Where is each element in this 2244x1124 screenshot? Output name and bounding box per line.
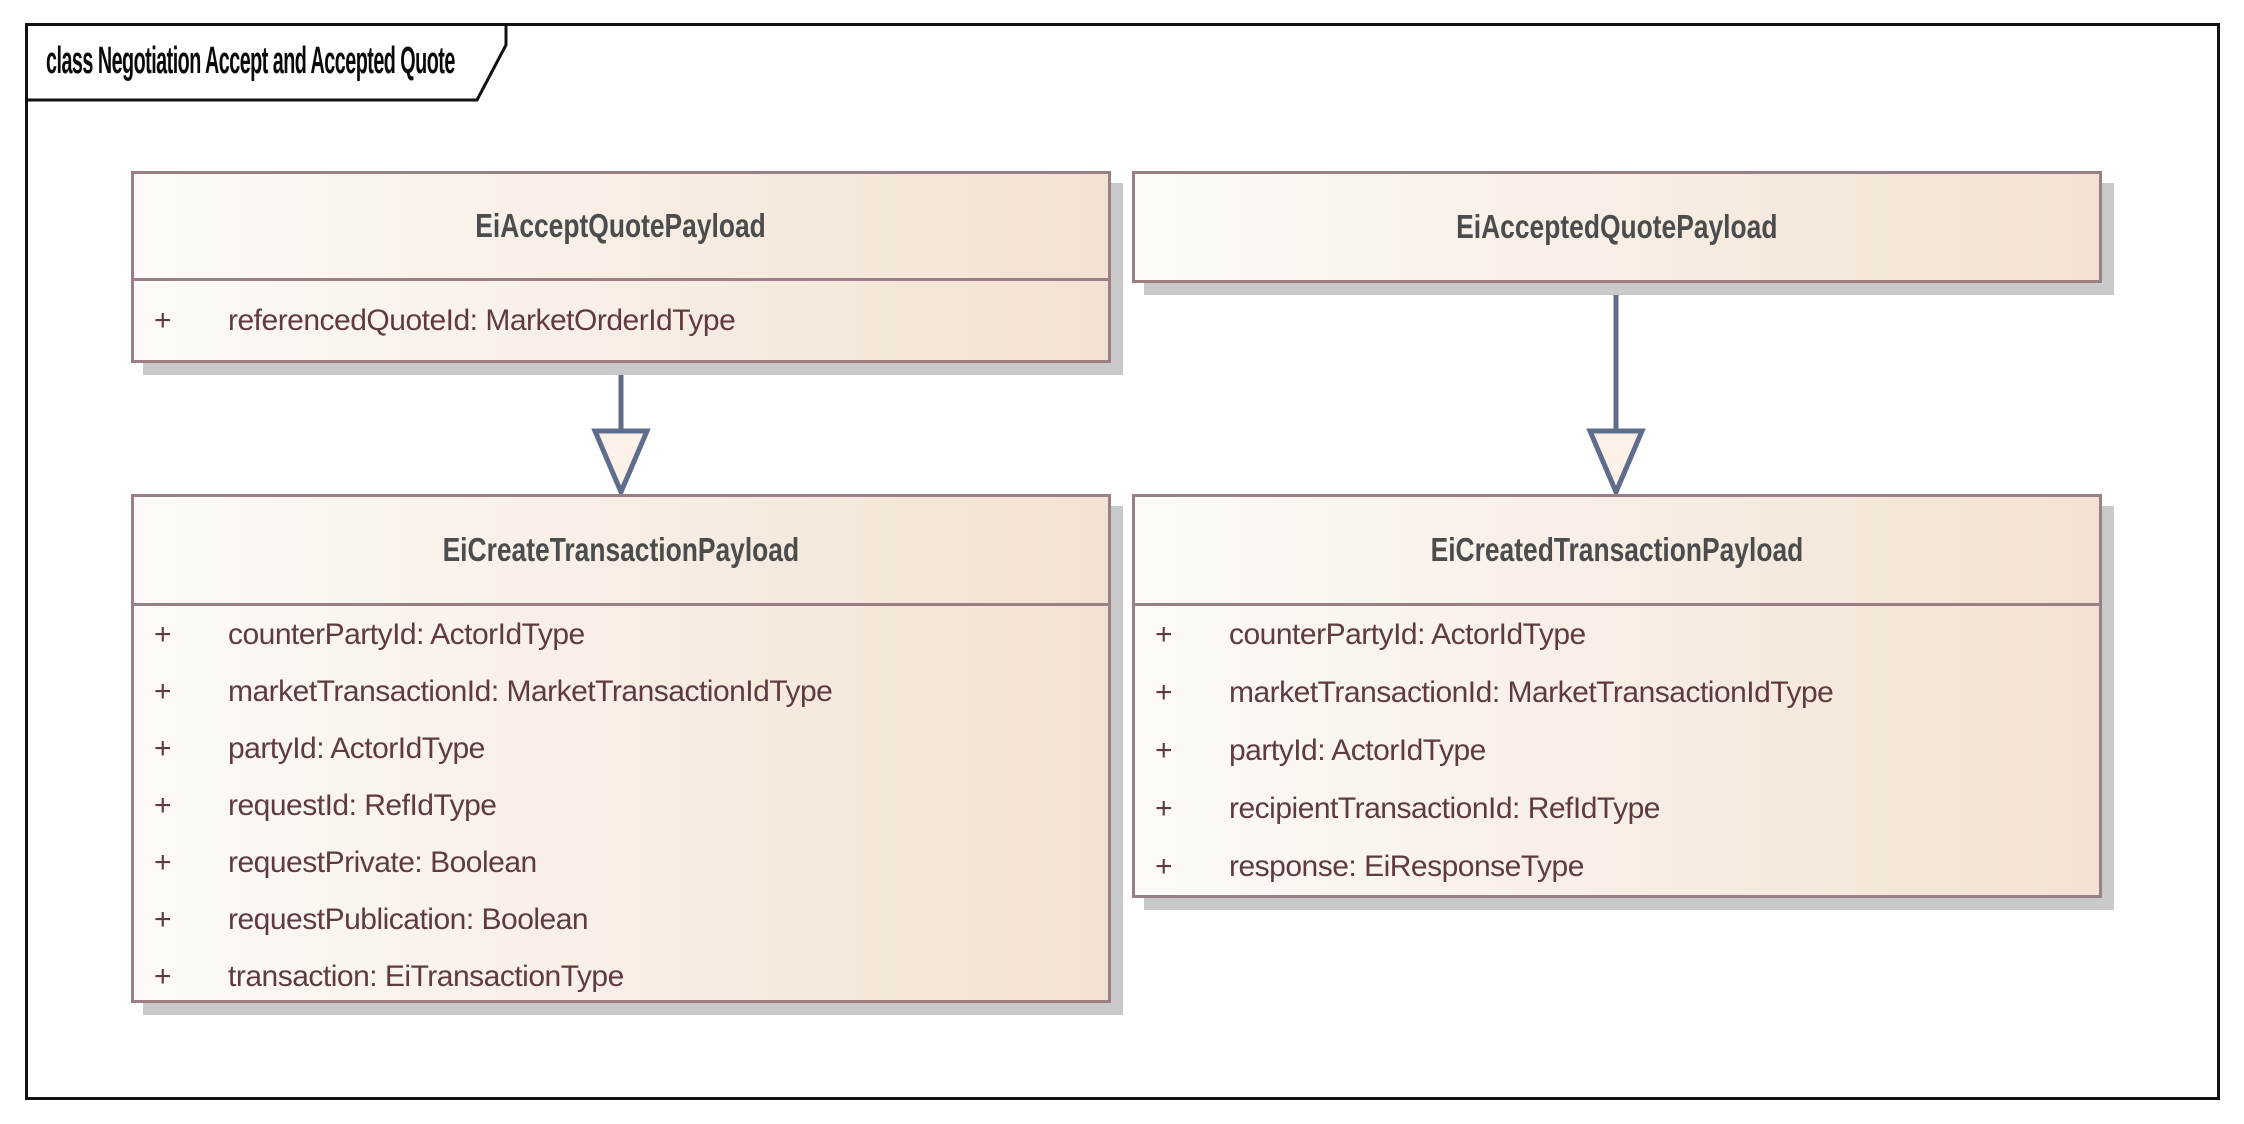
class-name: EiAcceptQuotePayload bbox=[475, 207, 767, 244]
visibility-plus: + bbox=[1155, 734, 1173, 767]
attribute-row: + requestPublication: Boolean bbox=[134, 891, 1108, 948]
class-header: EiCreateTransactionPayload bbox=[134, 497, 1108, 606]
attribute-row: + partyId: ActorIdType bbox=[1135, 722, 2099, 780]
attribute-label: counterPartyId: ActorIdType bbox=[228, 617, 585, 651]
title-tab-shape bbox=[25, 23, 508, 102]
attribute-label: partyId: ActorIdType bbox=[228, 731, 485, 765]
class-box-ei-accept-quote-payload[interactable]: EiAcceptQuotePayload + referencedQuoteId… bbox=[131, 171, 1111, 363]
visibility-plus: + bbox=[154, 902, 172, 936]
class-header: EiAcceptedQuotePayload bbox=[1135, 174, 2099, 280]
visibility-plus: + bbox=[154, 959, 172, 993]
diagram-frame bbox=[25, 23, 2220, 1100]
attribute-row: + marketTransactionId: MarketTransaction… bbox=[134, 663, 1108, 720]
diagram-title: class Negotiation Accept and Accepted Qu… bbox=[46, 40, 455, 82]
attribute-label: requestId: RefIdType bbox=[228, 788, 497, 822]
attributes-compartment: + counterPartyId: ActorIdType + marketTr… bbox=[1135, 606, 2099, 896]
generalization-arrowhead-icon bbox=[1586, 428, 1646, 499]
attribute-row: + counterPartyId: ActorIdType bbox=[1135, 606, 2099, 664]
visibility-plus: + bbox=[1155, 618, 1173, 651]
attribute-label: partyId: ActorIdType bbox=[1229, 734, 1486, 767]
class-box-ei-create-transaction-payload[interactable]: EiCreateTransactionPayload + counterPart… bbox=[131, 494, 1111, 1003]
attribute-row: + requestPrivate: Boolean bbox=[134, 834, 1108, 891]
attribute-row: + requestId: RefIdType bbox=[134, 777, 1108, 834]
attribute-label: response: EiResponseType bbox=[1229, 850, 1584, 883]
visibility-plus: + bbox=[154, 845, 172, 879]
attribute-label: referencedQuoteId: MarketOrderIdType bbox=[228, 303, 736, 337]
diagram-title-tab bbox=[25, 23, 508, 102]
attribute-label: requestPublication: Boolean bbox=[228, 902, 589, 936]
class-header: EiAcceptQuotePayload bbox=[134, 174, 1108, 281]
attribute-row: + referencedQuoteId: MarketOrderIdType bbox=[134, 304, 1108, 338]
attribute-label: requestPrivate: Boolean bbox=[228, 845, 537, 879]
class-box-ei-created-transaction-payload[interactable]: EiCreatedTransactionPayload + counterPar… bbox=[1132, 494, 2102, 898]
class-name: EiAcceptedQuotePayload bbox=[1456, 208, 1778, 245]
generalization-arrowhead-icon bbox=[591, 428, 651, 499]
attribute-label: counterPartyId: ActorIdType bbox=[1229, 618, 1586, 651]
visibility-plus: + bbox=[154, 674, 172, 708]
visibility-plus: + bbox=[154, 303, 172, 337]
class-name: EiCreatedTransactionPayload bbox=[1430, 531, 1804, 568]
attribute-label: recipientTransactionId: RefIdType bbox=[1229, 792, 1660, 825]
visibility-plus: + bbox=[154, 617, 172, 651]
attribute-label: transaction: EiTransactionType bbox=[228, 959, 624, 993]
attributes-compartment: + counterPartyId: ActorIdType + marketTr… bbox=[134, 606, 1108, 1005]
attribute-row: + response: EiResponseType bbox=[1135, 838, 2099, 896]
class-box-ei-accepted-quote-payload[interactable]: EiAcceptedQuotePayload bbox=[1132, 171, 2102, 283]
attribute-row: + marketTransactionId: MarketTransaction… bbox=[1135, 664, 2099, 722]
attribute-label: marketTransactionId: MarketTransactionId… bbox=[228, 674, 833, 708]
class-header: EiCreatedTransactionPayload bbox=[1135, 497, 2099, 606]
generalization-edge-accepted-to-created[interactable] bbox=[1586, 284, 1646, 499]
visibility-plus: + bbox=[1155, 792, 1173, 825]
visibility-plus: + bbox=[154, 788, 172, 822]
attribute-row: + counterPartyId: ActorIdType bbox=[134, 606, 1108, 663]
visibility-plus: + bbox=[154, 731, 172, 765]
generalization-edge-accept-to-create[interactable] bbox=[591, 364, 651, 499]
visibility-plus: + bbox=[1155, 676, 1173, 709]
visibility-plus: + bbox=[1155, 850, 1173, 883]
attribute-row: + partyId: ActorIdType bbox=[134, 720, 1108, 777]
attribute-label: marketTransactionId: MarketTransactionId… bbox=[1229, 676, 1834, 709]
class-name: EiCreateTransactionPayload bbox=[442, 531, 800, 568]
attribute-row: + transaction: EiTransactionType bbox=[134, 948, 1108, 1005]
attribute-row: + recipientTransactionId: RefIdType bbox=[1135, 780, 2099, 838]
attributes-compartment: + referencedQuoteId: MarketOrderIdType bbox=[134, 281, 1108, 360]
